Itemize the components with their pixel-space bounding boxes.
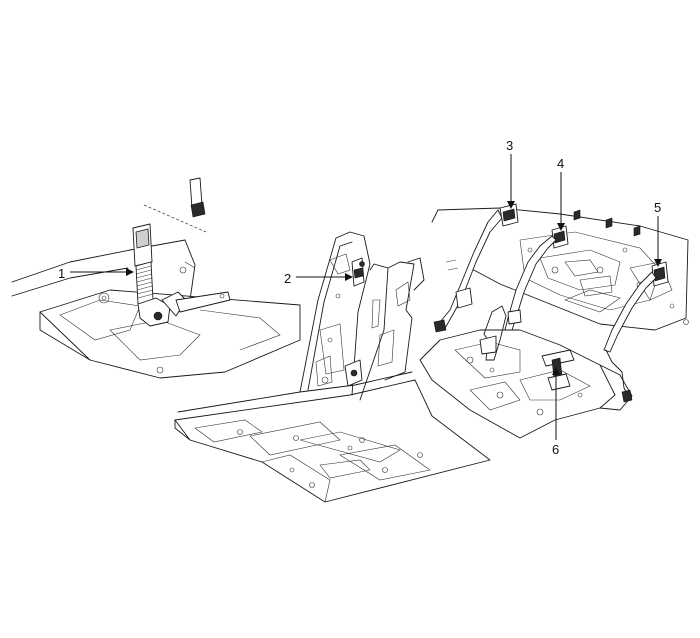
front-seat-belt-view bbox=[11, 177, 301, 379]
callout-5-label: 5 bbox=[654, 200, 661, 215]
callout-1-label: 1 bbox=[58, 266, 65, 281]
rear-center-belt bbox=[504, 225, 569, 331]
pretensioner-tube bbox=[135, 261, 154, 305]
rear-right-belt bbox=[603, 261, 669, 403]
height-adjuster bbox=[351, 257, 365, 287]
callout-4: 4 bbox=[557, 156, 565, 231]
callout-1: 1 bbox=[58, 266, 134, 281]
callout-3-label: 3 bbox=[506, 138, 513, 153]
callout-4-label: 4 bbox=[557, 156, 564, 171]
b-pillar-view bbox=[174, 231, 491, 503]
middle-floor-pan bbox=[174, 379, 491, 503]
b-pillar bbox=[299, 231, 371, 396]
callout-2: 2 bbox=[284, 271, 353, 286]
callout-3: 3 bbox=[506, 138, 515, 209]
rear-buckle-strap bbox=[479, 305, 507, 361]
callout-6: 6 bbox=[552, 367, 560, 457]
rear-buckle-assembly bbox=[541, 349, 575, 391]
callout-6-label: 6 bbox=[552, 442, 559, 457]
rear-left-belt bbox=[433, 203, 519, 333]
callout-5: 5 bbox=[654, 200, 662, 267]
callout-2-label: 2 bbox=[284, 271, 291, 286]
pretensioner-assembly bbox=[132, 223, 231, 327]
upper-belt-fragment bbox=[143, 177, 207, 233]
pillar-trim bbox=[359, 257, 425, 401]
rear-floor bbox=[419, 329, 633, 439]
rear-seat-belts-view bbox=[419, 203, 689, 439]
